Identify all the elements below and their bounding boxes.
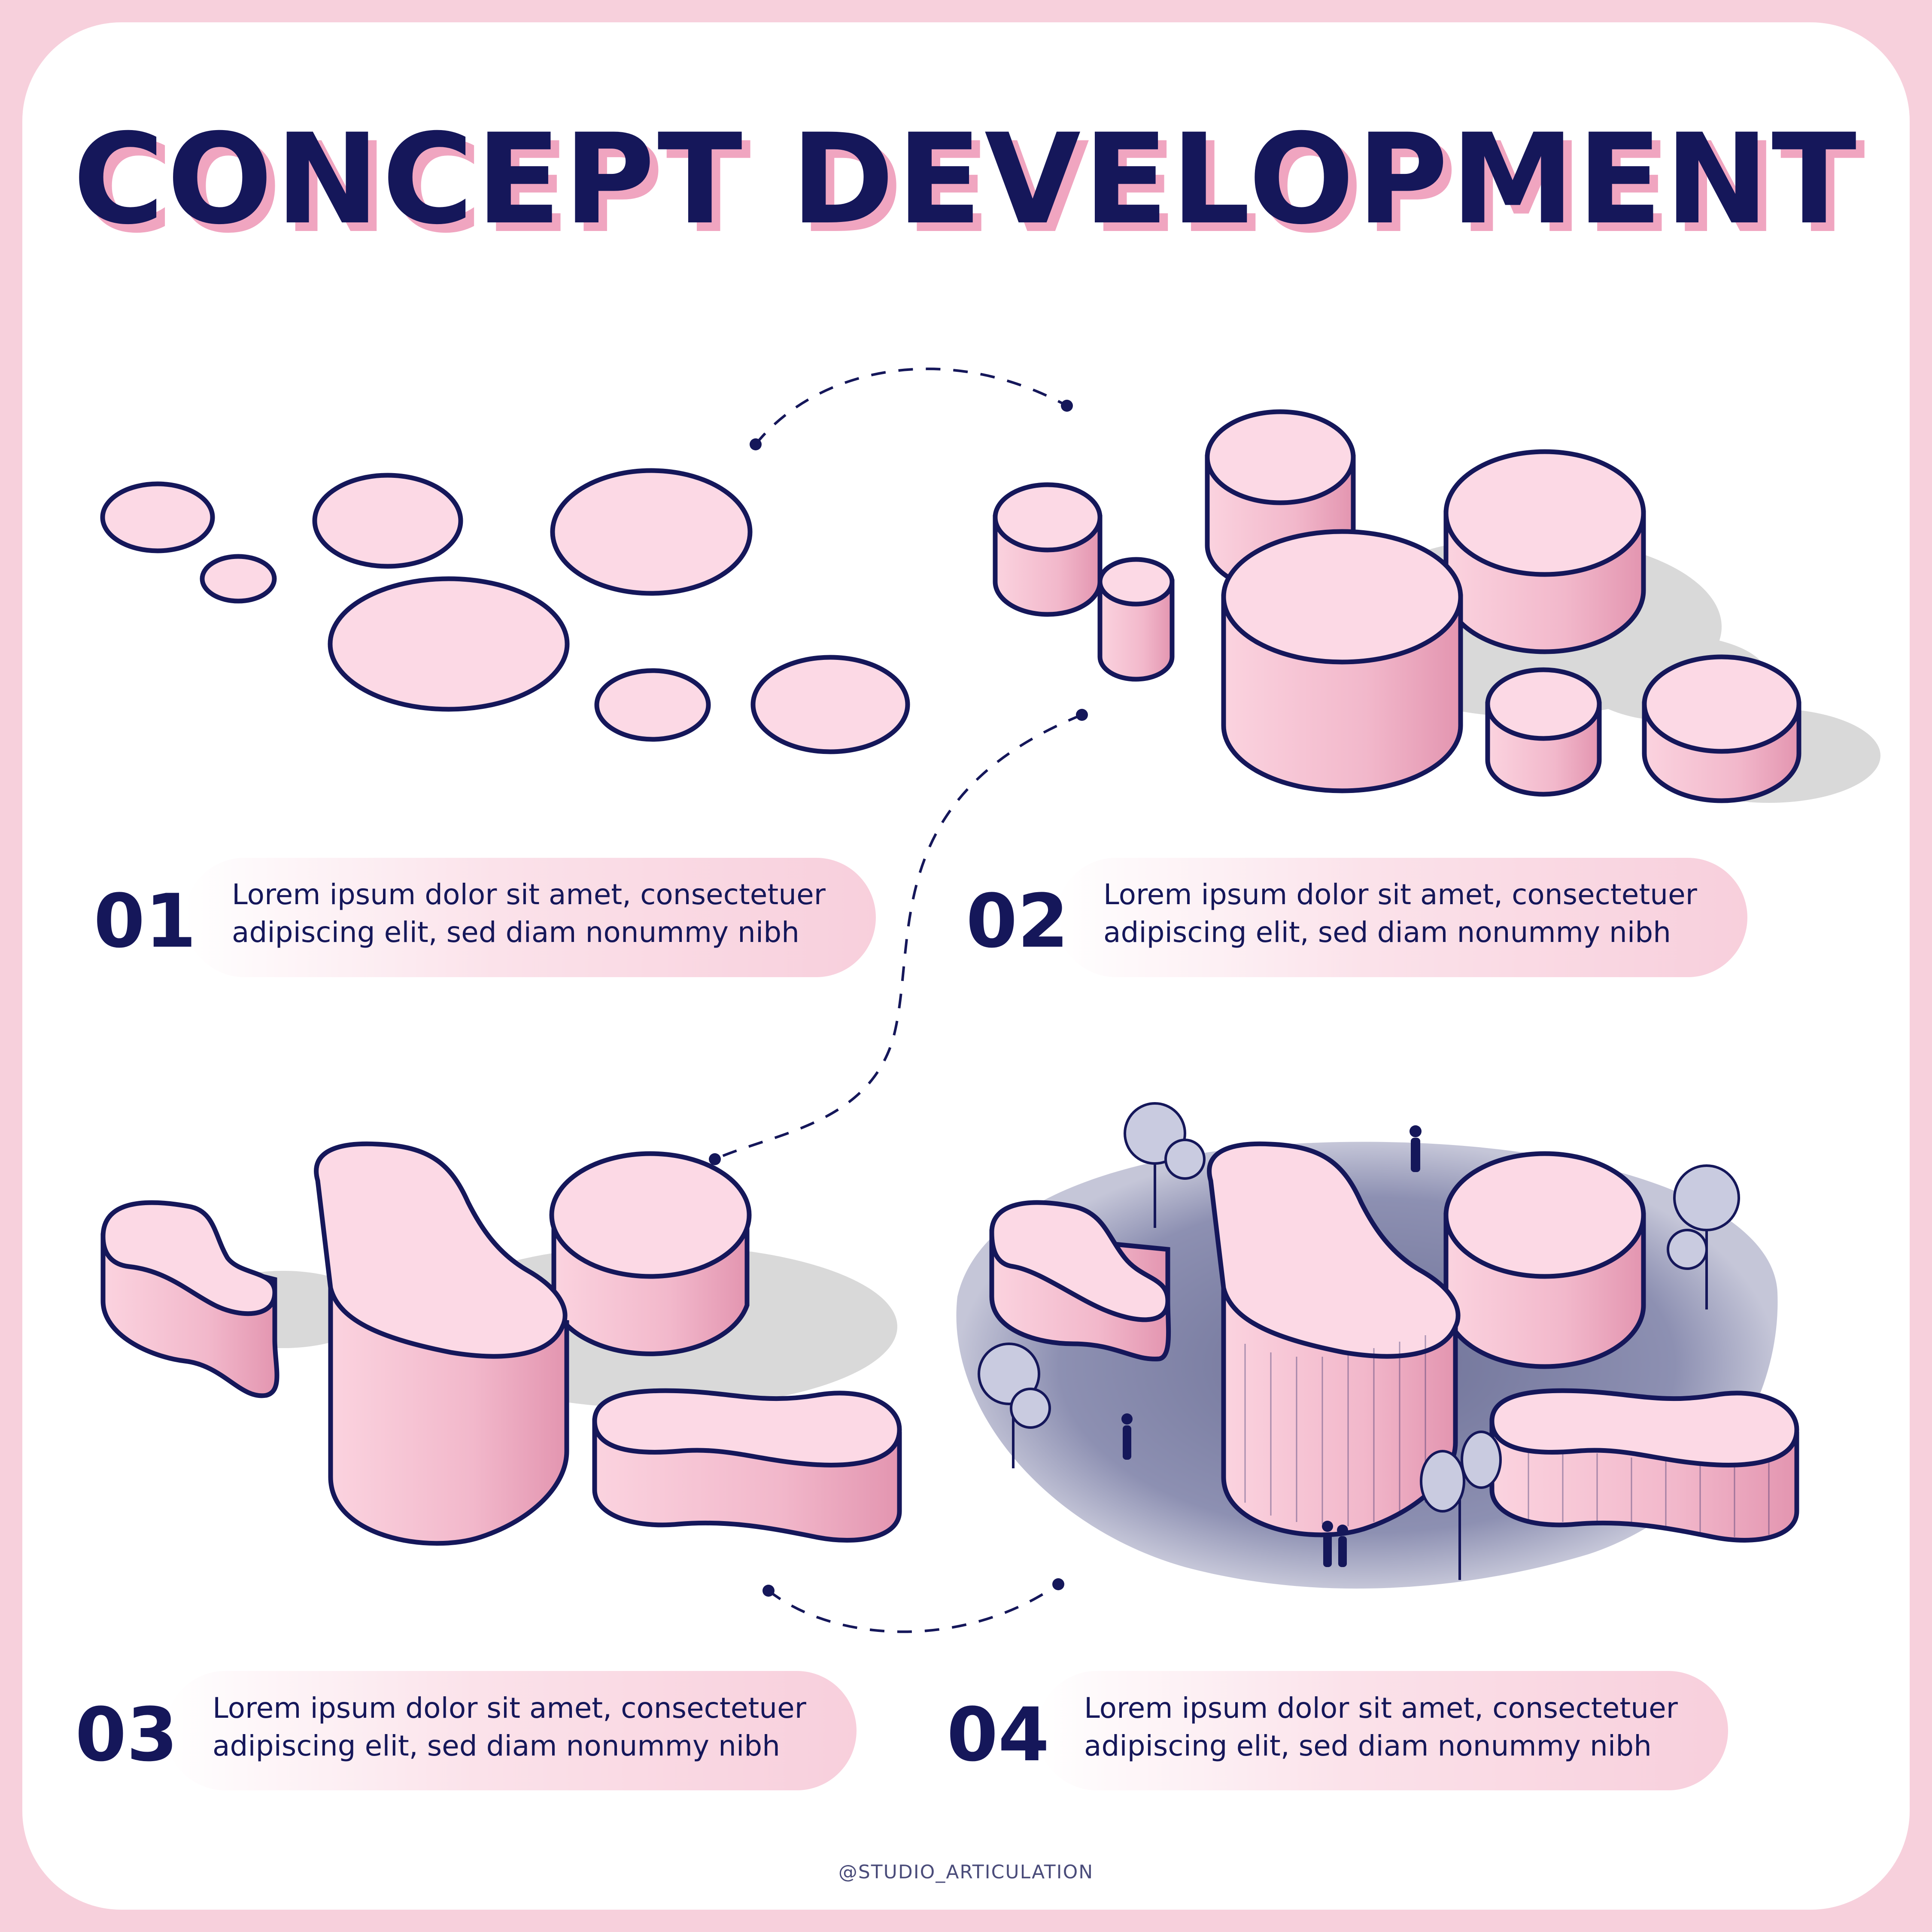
step-04-line-1: Lorem ipsum dolor sit amet, consectetuer [1084, 1692, 1678, 1725]
step-01-number: 01 [94, 878, 197, 964]
trees [978, 1102, 1740, 1580]
flow-connector-2-3 [709, 709, 1088, 1165]
step-03-caption-pill [165, 1671, 857, 1790]
step-03-line-2: adipiscing elit, sed diam nonummy nibh [213, 1729, 780, 1762]
step-02-line-2: adipiscing elit, sed diam nonummy nibh [1103, 916, 1671, 949]
step-01-line-1: Lorem ipsum dolor sit amet, consectetuer [232, 878, 826, 911]
step-02-caption-pill [1056, 858, 1747, 977]
studio-credit: @STUDIO_ARTICULATION [838, 1861, 1094, 1883]
step-02-extruded-cylinders [993, 409, 1880, 803]
step-01-line-2: adipiscing elit, sed diam nonummy nibh [232, 916, 799, 949]
step-03-number: 03 [75, 1692, 178, 1778]
step-04-line-2: adipiscing elit, sed diam nonummy nibh [1084, 1729, 1652, 1762]
step-03-merged-volumes [100, 1141, 902, 1546]
page-title: CONCEPT DEVELOPMENT [73, 107, 1859, 252]
step-03-line-1: Lorem ipsum dolor sit amet, consectetuer [213, 1692, 806, 1725]
step-02-line-1: Lorem ipsum dolor sit amet, consectetuer [1103, 878, 1697, 911]
step-04-caption-pill [1037, 1671, 1728, 1790]
step-01-plan-ellipses [100, 468, 910, 754]
step-04-number: 04 [947, 1692, 1050, 1778]
step-04-final-design [956, 1102, 1799, 1589]
step-01-caption-pill [185, 858, 876, 977]
flow-connector-1-2 [750, 368, 1073, 450]
step-02-number: 02 [966, 878, 1069, 964]
flow-connector-3-4 [762, 1578, 1064, 1633]
people [1121, 1125, 1422, 1567]
facade-fins [1244, 1335, 1770, 1537]
